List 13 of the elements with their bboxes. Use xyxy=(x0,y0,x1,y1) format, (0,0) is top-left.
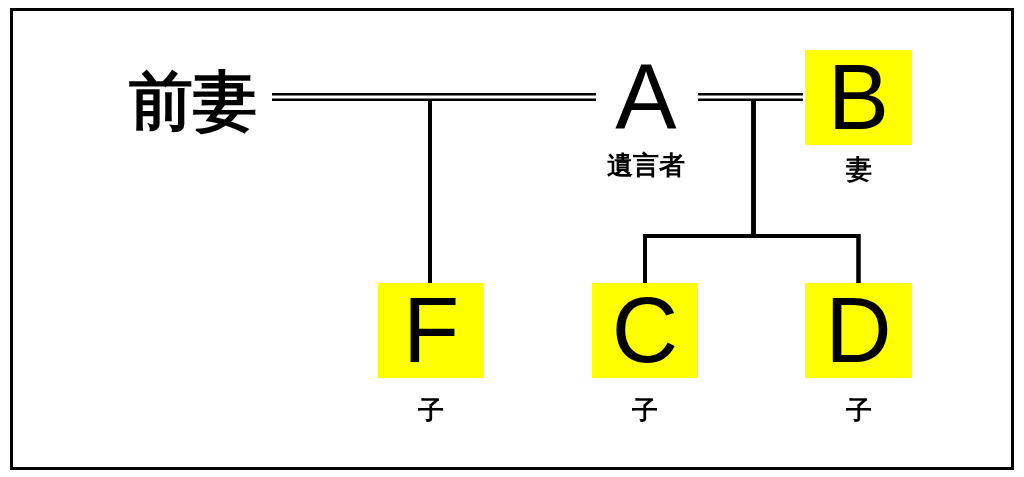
role-label: 子 xyxy=(845,394,872,427)
role-label: 子 xyxy=(418,394,444,427)
name-box: D xyxy=(805,283,912,378)
role-label: 妻 xyxy=(845,153,872,186)
marriage-line xyxy=(698,93,803,101)
name-box: B xyxy=(805,50,912,145)
name-box: C xyxy=(592,283,698,378)
role-label: 子 xyxy=(632,394,658,427)
person-label: 前妻 xyxy=(128,63,258,139)
marriage-line xyxy=(272,93,596,101)
person-letter: A xyxy=(614,55,678,140)
role-label: 遺言者 xyxy=(607,149,685,182)
name-box: F xyxy=(378,283,484,378)
